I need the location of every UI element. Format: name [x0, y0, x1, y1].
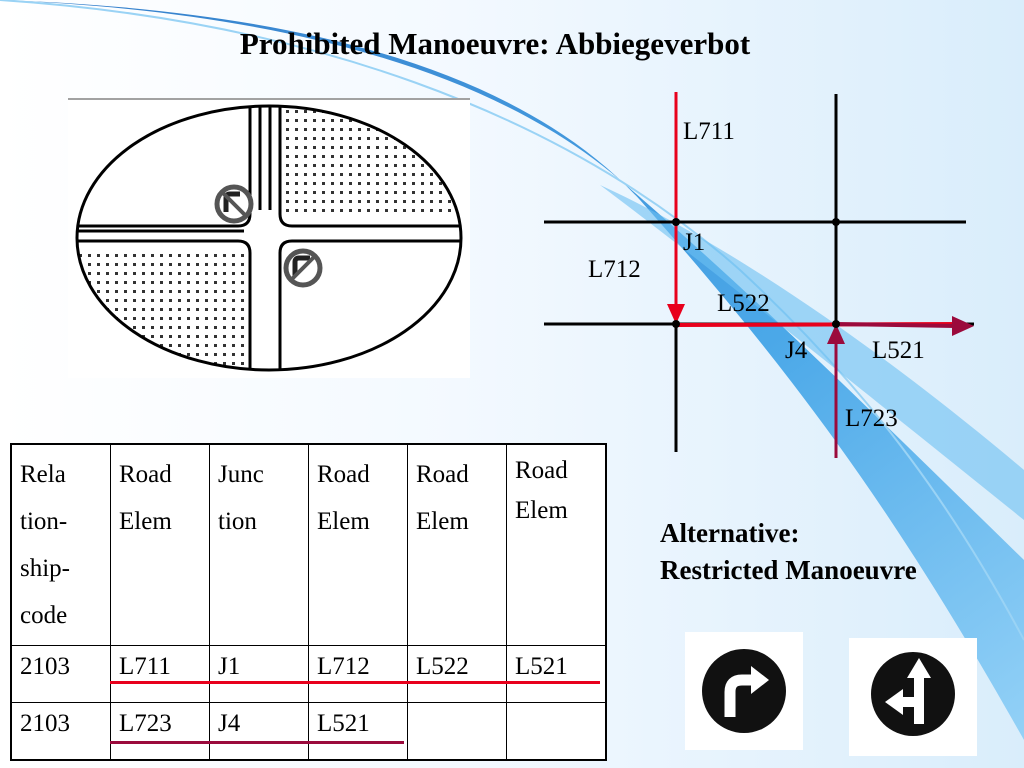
- table-cell: L712: [308, 645, 408, 703]
- table-cell: J1: [209, 645, 309, 703]
- label-j4: J4: [785, 337, 808, 364]
- page-title: Prohibited Manoeuvre: Abbiegeverbot: [239, 26, 751, 61]
- junction-node: [832, 320, 840, 328]
- table-cell: 2103: [10, 645, 111, 703]
- junction-node: [672, 218, 680, 226]
- row1-underline: [110, 681, 600, 684]
- table-cell: J4: [209, 702, 309, 761]
- junction-node: [832, 218, 840, 226]
- label-j1: J1: [683, 229, 706, 256]
- junction-node: [672, 320, 680, 328]
- alternative-caption: Alternative: Restricted Manoeuvre: [660, 518, 917, 585]
- straight-or-left-sign-icon: [849, 638, 977, 756]
- label-l711: L711: [683, 118, 735, 145]
- table-cell: L711: [110, 645, 210, 703]
- table-cell: L521: [308, 702, 408, 761]
- no-turn-sign-icon: [283, 248, 323, 288]
- label-l712: L712: [588, 256, 641, 283]
- turn-right-only-sign-icon: [685, 632, 803, 750]
- intersection-illustration: [68, 98, 470, 378]
- label-l522: L522: [717, 290, 770, 317]
- table-cell: L521: [506, 645, 607, 703]
- table-cell: [407, 702, 507, 761]
- table-cell: [506, 702, 607, 761]
- table-row: 2103 L723 J4 L521: [10, 702, 607, 761]
- label-l723: L723: [845, 405, 898, 432]
- no-turn-sign-icon: [214, 184, 254, 224]
- table-cell: L522: [407, 645, 507, 703]
- table-cell: 2103: [10, 702, 111, 761]
- road-network-diagram: [544, 92, 974, 458]
- table-cell: L723: [110, 702, 210, 761]
- table-row: 2103 L711 J1 L712 L522 L521: [10, 645, 607, 703]
- row2-underline: [110, 741, 404, 744]
- label-l521: L521: [872, 337, 925, 364]
